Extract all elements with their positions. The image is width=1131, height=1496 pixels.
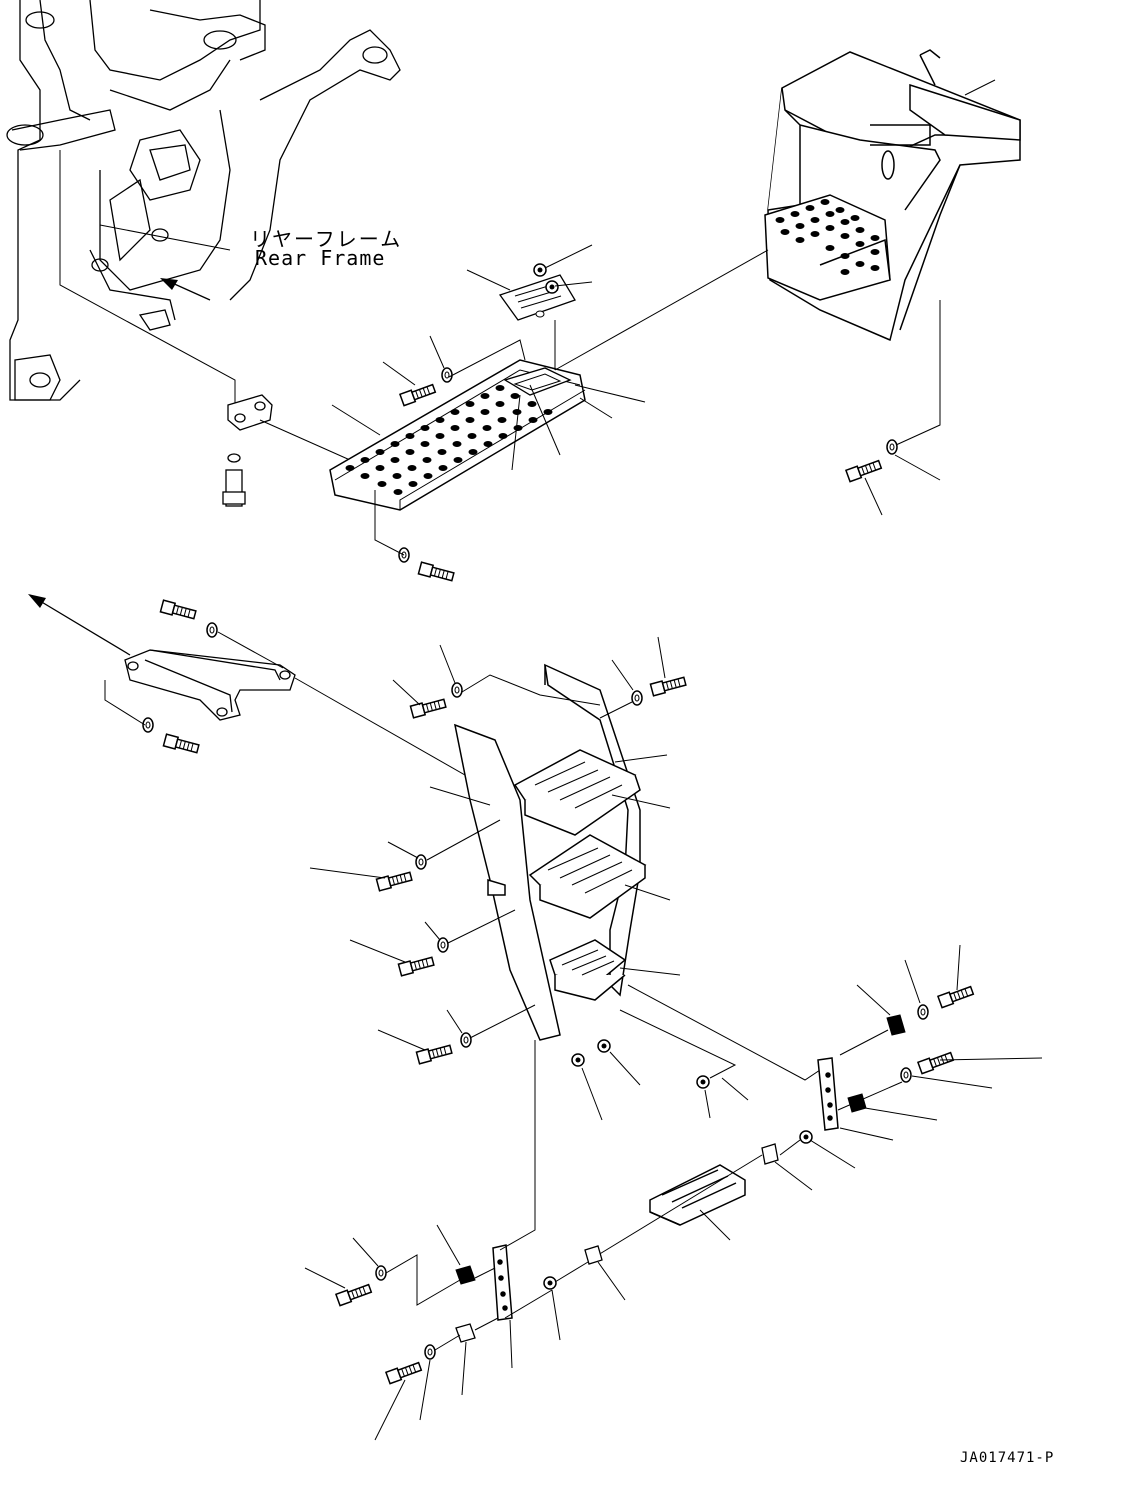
ladder: [453, 663, 647, 1041]
right-spacer-a: [886, 1014, 906, 1036]
support-brace: [124, 649, 296, 721]
rear-frame-label-jp: リヤーフレーム: [250, 227, 403, 251]
drawing-number: JA017471-P: [960, 1450, 1055, 1466]
right-side-plate: [817, 1057, 839, 1131]
ladder-tread-slots: [534, 761, 633, 976]
upper-step-plate: [329, 359, 586, 511]
hinge-bracket: [222, 394, 273, 507]
left-side-plate: [492, 1244, 513, 1321]
rear-frame-label-en: Rear Frame: [255, 246, 386, 270]
rear-frame: [6, 0, 401, 401]
step-box: [764, 49, 1021, 342]
name-plate: [498, 274, 576, 321]
